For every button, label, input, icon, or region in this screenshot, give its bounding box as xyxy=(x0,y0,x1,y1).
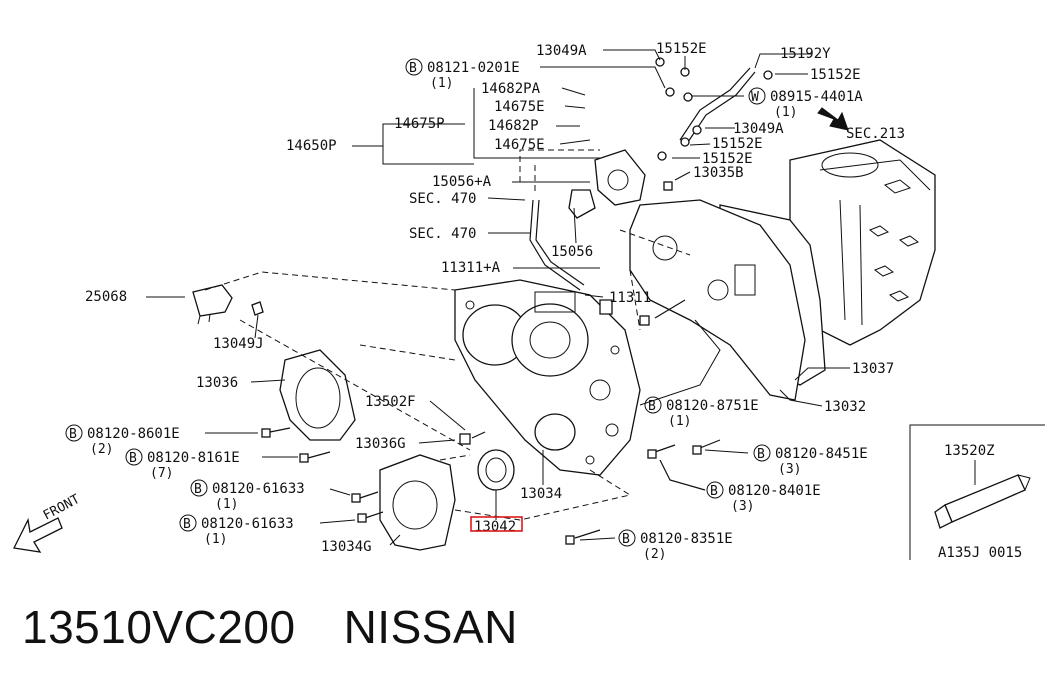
parts-diagram: B W B B B B B B B B 13049A 15152E 15192Y… xyxy=(13,41,1045,562)
label-sec470: SEC. 470 xyxy=(409,191,476,207)
label-11311: 11311 xyxy=(609,290,651,306)
label-qty: (1) xyxy=(204,532,227,547)
label-08120-61633: 08120-61633 xyxy=(212,481,305,497)
label-qty: (7) xyxy=(150,466,173,481)
label-13520Z: 13520Z xyxy=(944,443,995,459)
label-qty: (1) xyxy=(668,414,691,429)
caption: 13510VC200 NISSAN xyxy=(22,600,518,654)
label-11311-A: 11311+A xyxy=(441,260,501,276)
label-15152E: 15152E xyxy=(656,41,707,57)
label-08120-8601E: 08120-8601E xyxy=(87,426,180,442)
front-label: FRONT xyxy=(41,492,83,524)
b-symbol: B xyxy=(757,447,765,462)
label-13049A: 13049A xyxy=(536,43,587,59)
label-14682P: 14682P xyxy=(488,118,539,134)
label-14675E: 14675E xyxy=(494,99,545,115)
label-qty: (1) xyxy=(430,76,453,91)
sensor-25068 xyxy=(192,284,233,325)
label-15192Y: 15192Y xyxy=(780,46,831,62)
label-15056-A: 15056+A xyxy=(432,174,492,190)
label-14682PA: 14682PA xyxy=(481,81,541,97)
label-13502F: 13502F xyxy=(365,394,416,410)
b-symbol: B xyxy=(648,399,656,414)
label-qty: (2) xyxy=(643,547,666,562)
b-symbol: B xyxy=(622,532,630,547)
label-13036: 13036 xyxy=(196,375,238,391)
bracket-11311 xyxy=(599,299,613,315)
brand-name: NISSAN xyxy=(343,601,518,653)
cover-13034G xyxy=(379,454,456,551)
clip-13049J xyxy=(251,301,264,316)
seal-13042 xyxy=(477,449,515,491)
sec213-arrow-icon xyxy=(817,107,849,131)
label-13042: 13042 xyxy=(474,519,516,535)
label-qty: (1) xyxy=(215,497,238,512)
label-15152E: 15152E xyxy=(810,67,861,83)
oil-pump-assembly xyxy=(529,67,756,291)
label-13034: 13034 xyxy=(520,486,562,502)
highlight-box-13042 xyxy=(470,516,523,532)
label-14675E: 14675E xyxy=(494,137,545,153)
diagram-code: A135J 0015 xyxy=(938,545,1022,561)
label-08915-4401A: 08915-4401A xyxy=(770,89,863,105)
label-15056: 15056 xyxy=(551,244,593,260)
bolt-symbol-markers xyxy=(65,58,771,547)
b-symbol: B xyxy=(409,61,417,76)
label-25068: 25068 xyxy=(85,289,127,305)
label-qty: (3) xyxy=(778,462,801,477)
label-qty: (2) xyxy=(90,442,113,457)
label-08121-0201E: 08121-0201E xyxy=(427,60,520,76)
label-sec470: SEC. 470 xyxy=(409,226,476,242)
label-13032: 13032 xyxy=(824,399,866,415)
sealant-tube-icon xyxy=(944,474,1026,523)
b-symbol: B xyxy=(710,484,718,499)
gasket-13036 xyxy=(279,349,356,441)
timing-cover-13034 xyxy=(454,279,641,476)
assembly-guide-lines xyxy=(204,149,691,521)
label-qty: (3) xyxy=(731,499,754,514)
label-13035B: 13035B xyxy=(693,165,744,181)
b-symbol: B xyxy=(129,451,137,466)
label-13036G: 13036G xyxy=(355,436,406,452)
label-13034G: 13034G xyxy=(321,539,372,555)
b-symbol: B xyxy=(183,517,191,532)
b-symbol: B xyxy=(194,482,202,497)
w-symbol: W xyxy=(751,90,759,105)
label-13037: 13037 xyxy=(852,361,894,377)
label-15152E: 15152E xyxy=(702,151,753,167)
label-08120-8751E: 08120-8751E xyxy=(666,398,759,414)
label-14675P: 14675P xyxy=(394,116,445,132)
front-arrow-icon xyxy=(13,517,63,553)
label-sec213: SEC.213 xyxy=(846,126,905,142)
label-14650P: 14650P xyxy=(286,138,337,154)
label-08120-8161E: 08120-8161E xyxy=(147,450,240,466)
label-15152E: 15152E xyxy=(712,136,763,152)
label-08120-8451E: 08120-8451E xyxy=(775,446,868,462)
label-qty: (1) xyxy=(774,105,797,120)
label-08120-8351E: 08120-8351E xyxy=(640,531,733,547)
part-number: 13510VC200 xyxy=(22,601,296,653)
label-08120-61633: 08120-61633 xyxy=(201,516,294,532)
label-13049J: 13049J xyxy=(213,336,264,352)
inset-panel: 13520Z A135J 0015 xyxy=(909,424,1045,561)
b-symbol: B xyxy=(69,427,77,442)
label-08120-8401E: 08120-8401E xyxy=(728,483,821,499)
label-13049A: 13049A xyxy=(733,121,784,137)
bolts xyxy=(261,57,773,545)
leader-lines xyxy=(146,49,850,546)
